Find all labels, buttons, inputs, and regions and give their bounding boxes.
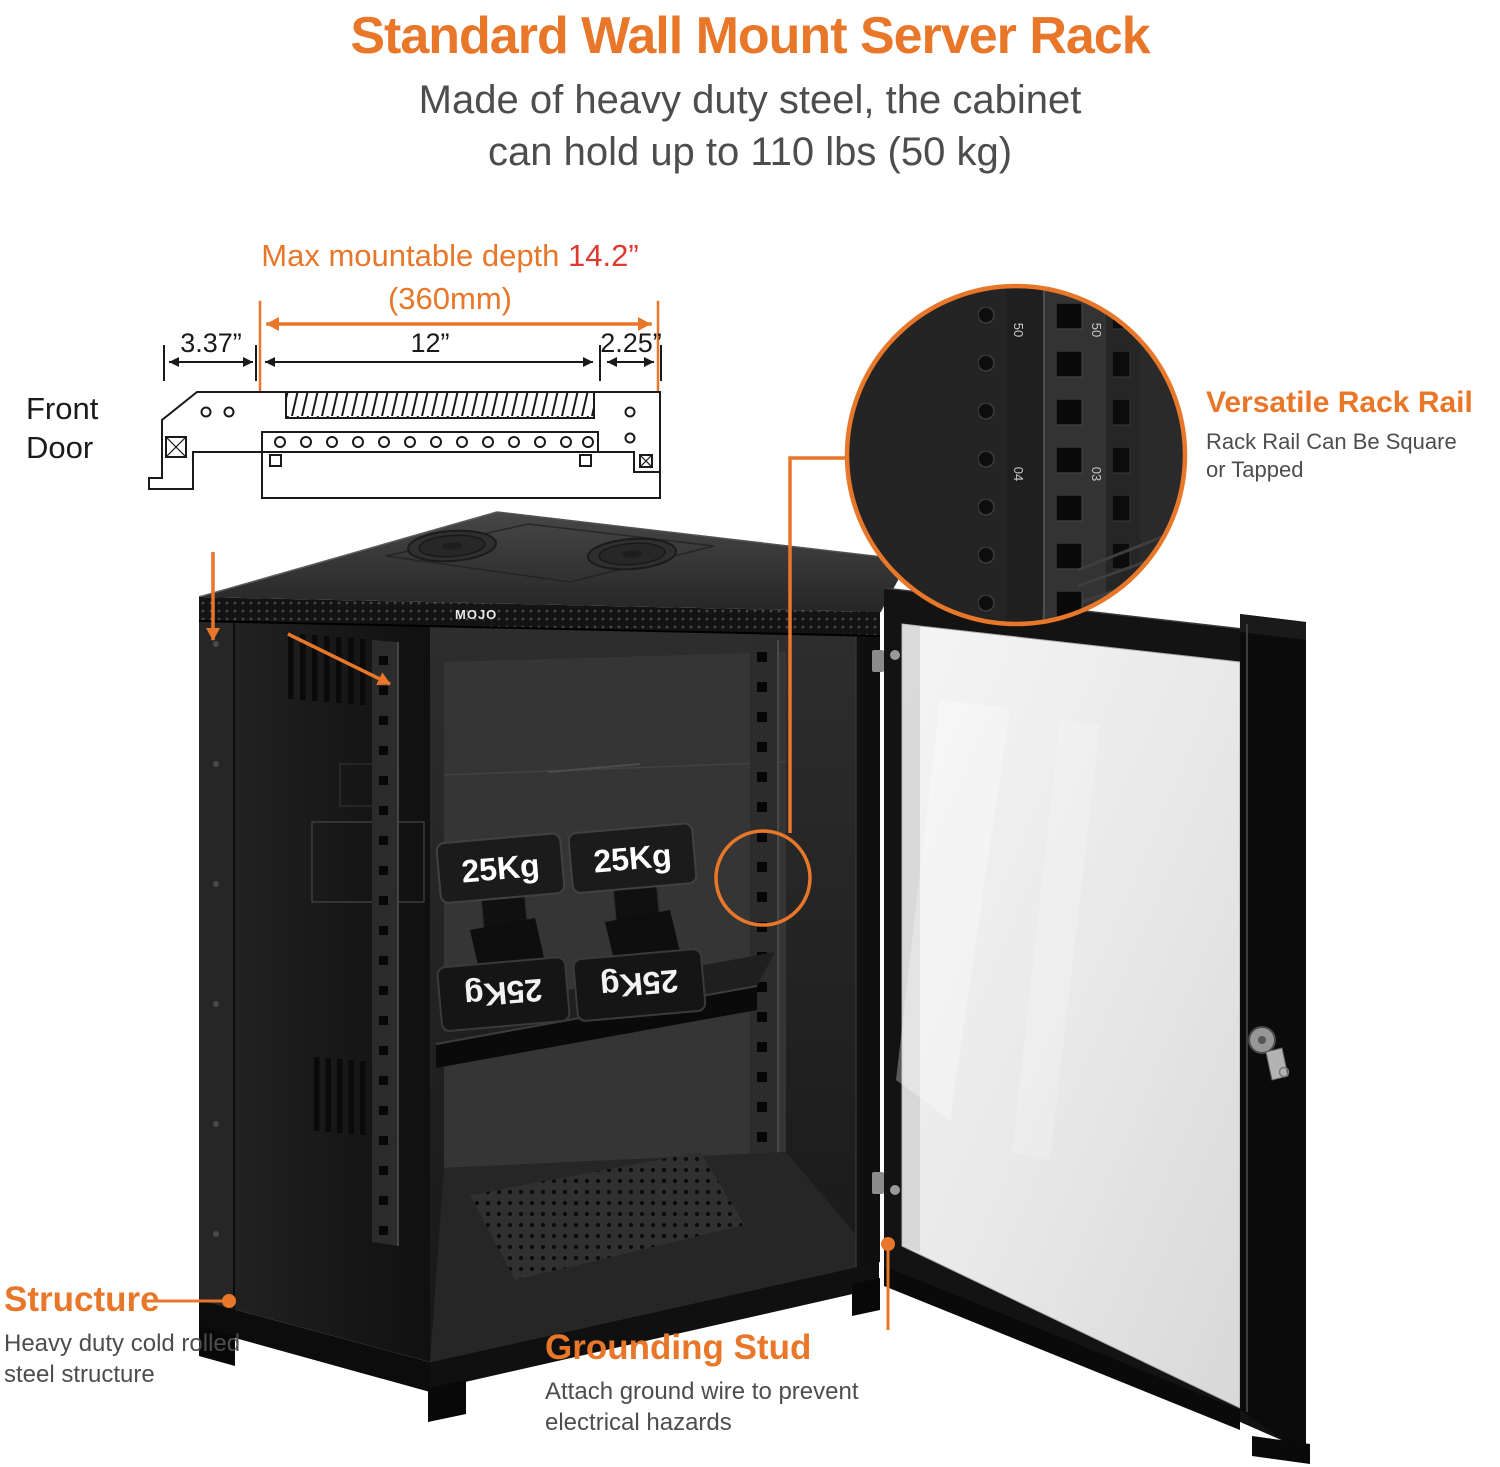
dim-label-right: 2.25”: [600, 328, 662, 358]
door-lock-icon: [1248, 1026, 1290, 1081]
front-door-open: [883, 587, 1310, 1464]
rack-rail-left: [372, 640, 399, 1246]
depth-mm-label: (360mm): [387, 281, 512, 316]
rail-callout-circle: 50 50 04 03: [844, 283, 1188, 627]
dim-label-mid: 12”: [410, 328, 450, 358]
hinge-pin: [890, 650, 900, 660]
callout-connector: [788, 456, 848, 833]
structure-desc: Heavy duty cold rolled steel structure: [4, 1330, 241, 1389]
rail-callout-desc: Rack Rail Can Be Square or Tapped: [1206, 429, 1457, 482]
hinge-pin: [890, 1185, 900, 1195]
structure-title: Structure: [4, 1280, 160, 1319]
page-subtitle: Made of heavy duty steel, the cabinet ca…: [0, 74, 1500, 178]
structure-leader-dot: [222, 1294, 236, 1308]
weight-label: 25Kg: [599, 963, 680, 1006]
fan-icon: [407, 529, 497, 563]
weight-lying-left: 25Kg: [436, 956, 571, 1032]
grounding-desc: Attach ground wire to prevent electrical…: [545, 1378, 859, 1437]
front-top-strip: MOJO: [198, 597, 881, 637]
base-left: [199, 1300, 430, 1392]
rail-marking: 50: [1011, 323, 1026, 337]
panel-detail-outline: [311, 821, 425, 903]
left-corner-post: [199, 597, 234, 1310]
rail-highlight-ring: [714, 829, 812, 927]
rack-rail-right: [750, 638, 779, 1244]
subtitle-line2: can hold up to 110 lbs (50 kg): [487, 130, 1013, 174]
depth-value: 14.2”: [568, 238, 639, 273]
arrow-rack-rail: [287, 632, 391, 686]
weight-label: 25Kg: [460, 847, 541, 890]
depth-label-text: Max mountable depth: [261, 238, 569, 273]
rail-marking: 03: [1089, 467, 1104, 481]
foot: [428, 1380, 466, 1422]
rail-callout-title: Versatile Rack Rail: [1206, 386, 1473, 419]
top-face: [198, 511, 909, 613]
hinge-top: [872, 650, 884, 672]
foot: [199, 1326, 235, 1366]
door-foot: [1252, 1436, 1310, 1464]
rail-marking: 50: [1089, 323, 1104, 337]
dim-label-left: 3.37”: [180, 328, 242, 358]
weight-label: 25Kg: [592, 837, 673, 880]
right-front-post: [856, 611, 880, 1268]
brand-logo: MOJO: [455, 607, 497, 622]
weight-lying-right: 25Kg: [572, 948, 707, 1022]
page-title: Standard Wall Mount Server Rack: [350, 7, 1150, 65]
grounding-title: Grounding Stud: [545, 1328, 812, 1367]
floor-perforation: [470, 1152, 745, 1280]
subtitle-line1: Made of heavy duty steel, the cabinet: [418, 78, 1082, 122]
depth-cross-section: [148, 300, 662, 499]
front-door-label: Front Door: [26, 391, 99, 465]
rail-marking: 04: [1011, 467, 1026, 481]
glass-reflection: [896, 700, 1010, 1120]
base-front: [430, 1262, 879, 1390]
hinge-bottom: [872, 1172, 884, 1194]
corner-post-bolts: [213, 641, 219, 1237]
annotations: [150, 456, 895, 1330]
depth-label: Max mountable depth 14.2”: [170, 238, 730, 274]
weight-label: 25Kg: [463, 972, 544, 1015]
fan-icon: [587, 537, 677, 571]
grounding-leader-dot: [881, 1237, 895, 1251]
foot: [852, 1278, 880, 1316]
cabinet: 25Kg 25Kg 25Kg 25Kg: [198, 511, 909, 1422]
